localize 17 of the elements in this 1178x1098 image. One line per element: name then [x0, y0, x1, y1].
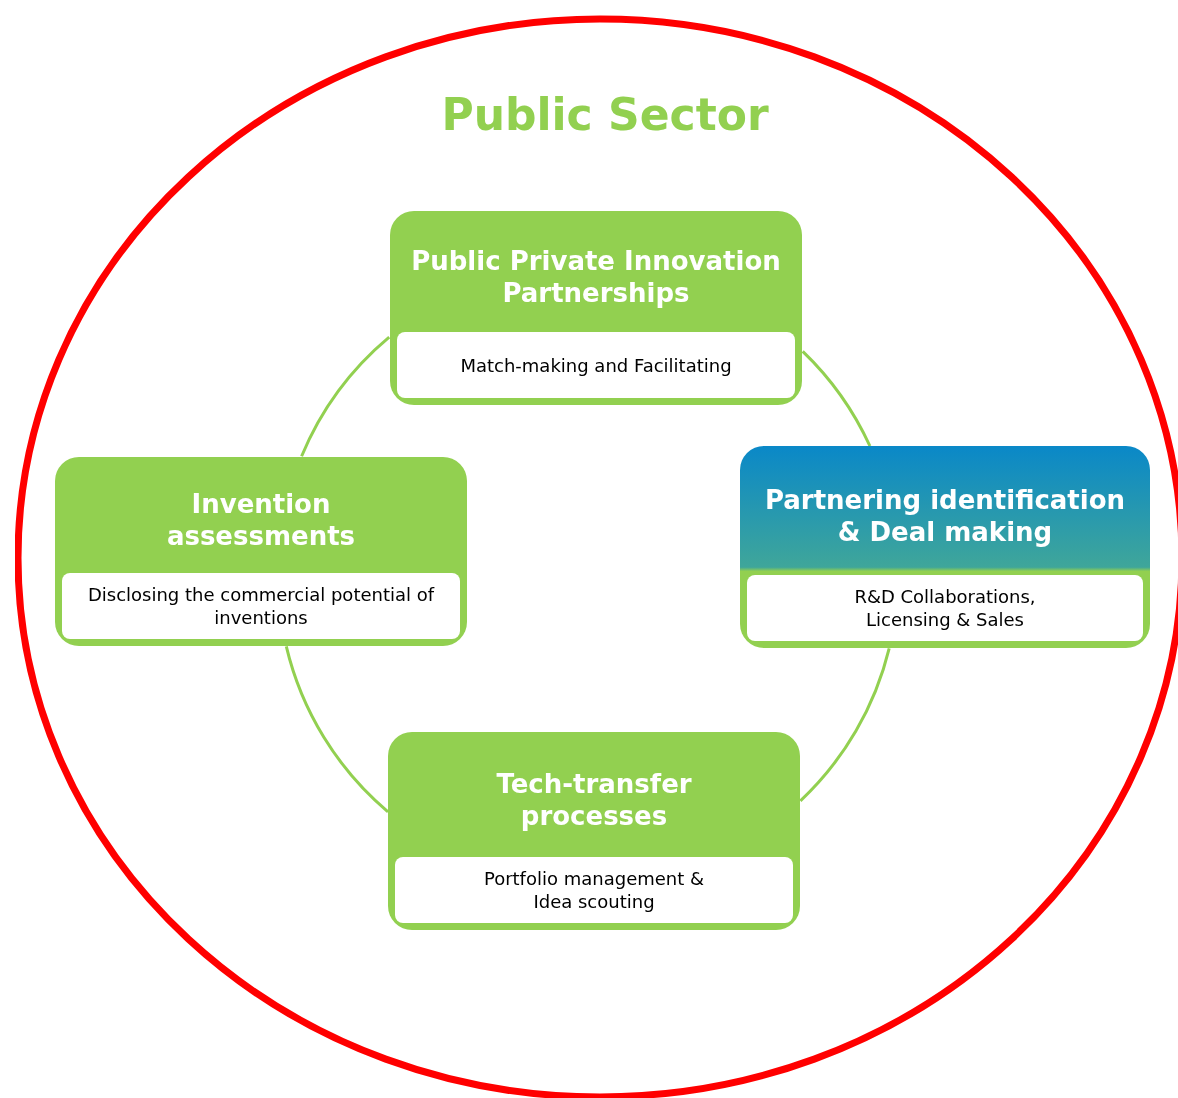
description-panel: Disclosing the commercial potential of inventions [62, 573, 460, 639]
description-panel: Match-making and Facilitating [397, 332, 795, 398]
card-heading: Partnering identification & Deal making [763, 483, 1127, 549]
connector-arc [300, 336, 391, 457]
group-title: Public Sector [440, 89, 770, 140]
connector-arc [799, 647, 891, 802]
process-card [390, 211, 802, 405]
process-card [55, 457, 467, 646]
process-card [388, 732, 800, 930]
card-heading: Tech-transfer processes [495, 767, 693, 833]
process-card [740, 446, 1150, 648]
card-heading: Invention assessments [165, 488, 357, 553]
card-heading: Public Private Innovation Partnerships [410, 244, 782, 310]
description-panel: Portfolio management & Idea scouting [395, 857, 793, 923]
connector-arc [801, 350, 872, 447]
connector-arc [284, 645, 390, 813]
description-panel: R&D Collaborations, Licensing & Sales [747, 575, 1143, 641]
